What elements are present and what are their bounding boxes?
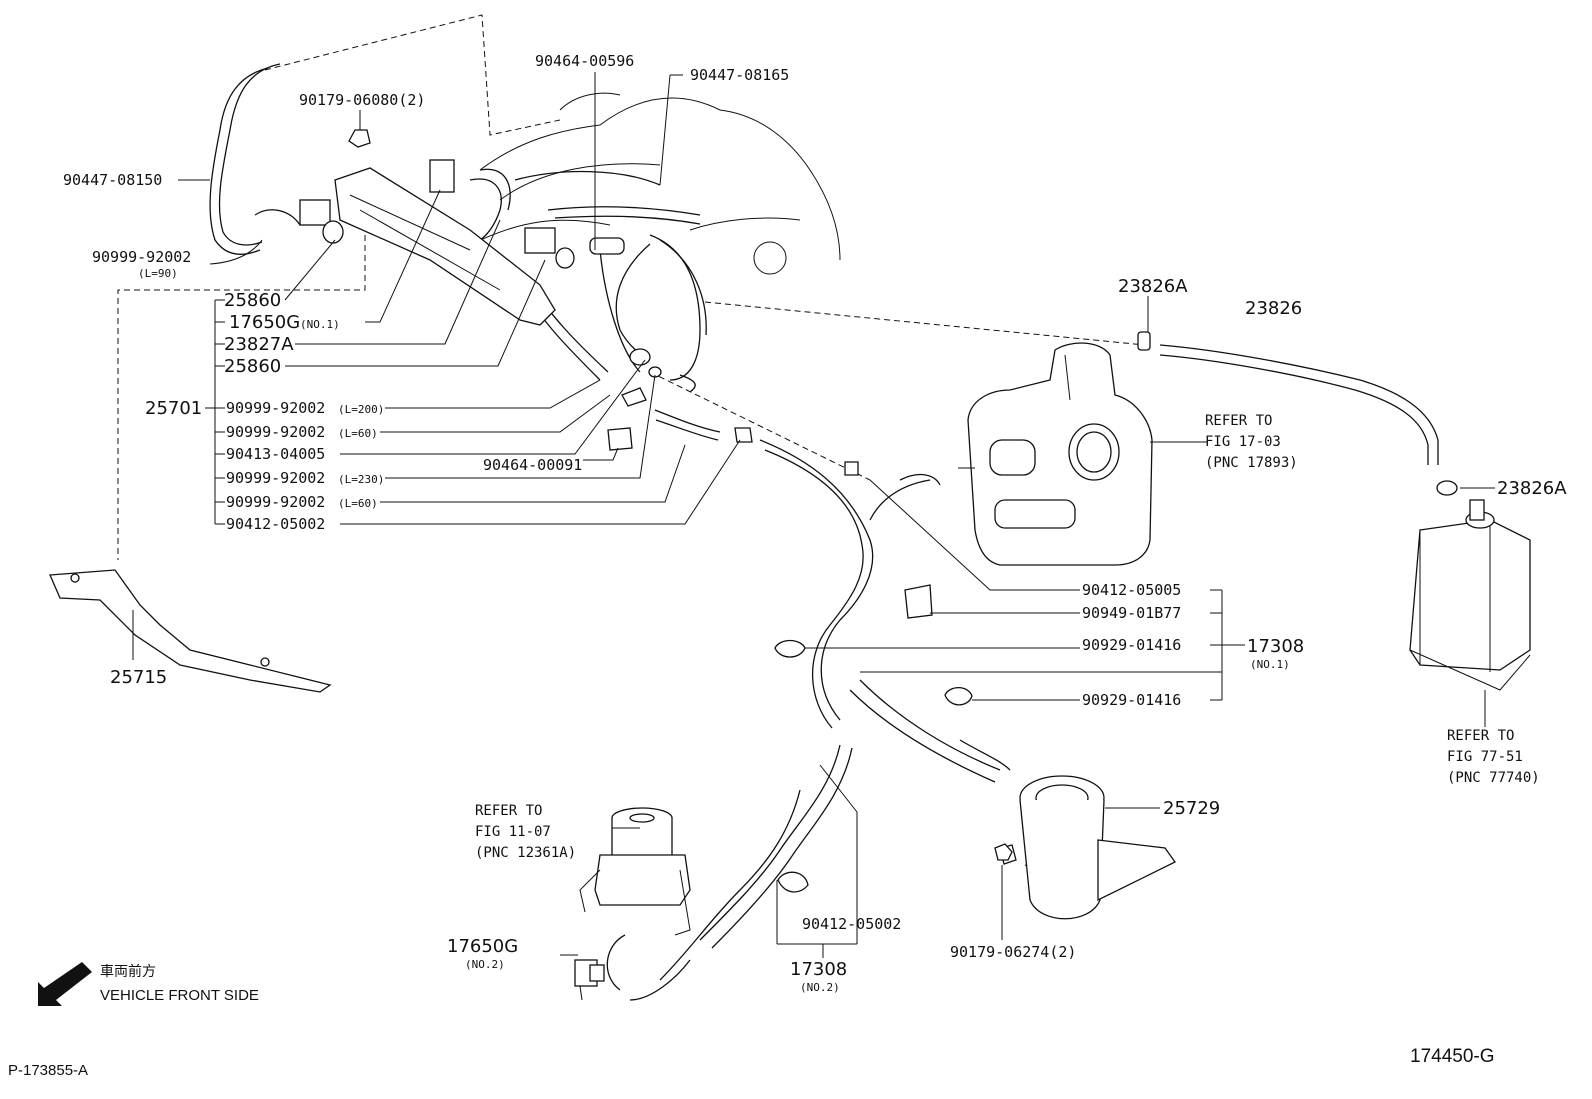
label-23826: 23826 <box>1245 298 1302 319</box>
label-90412-05002-a: 90412-05002 <box>226 515 325 533</box>
legend-japanese: 車両前方 <box>100 963 156 979</box>
ref-fig17-line2: FIG 17-03 <box>1205 434 1281 450</box>
label-90412-05005: 90412-05005 <box>1082 581 1181 599</box>
label-17650g-no2: 17650G <box>447 936 518 957</box>
leader-lines <box>132 72 1495 958</box>
filter-25729 <box>999 775 1176 920</box>
vehicle-front-arrow-icon <box>38 962 92 1006</box>
label-90929-01416-a: 90929-01416 <box>1082 636 1181 654</box>
label-23827a: 23827A <box>224 334 294 355</box>
engine-mount <box>579 807 691 936</box>
label-90929-01416-b: 90929-01416 <box>1082 691 1181 709</box>
label-l60a: (L=60) <box>338 427 378 440</box>
label-90999-92002-l230: 90999-92002 <box>226 469 325 487</box>
ref-fig17-line1: REFER TO <box>1205 413 1272 429</box>
reference-notes: REFER TO FIG 17-03 (PNC 17893) REFER TO … <box>475 413 1540 861</box>
footer-left-code: P-173855-A <box>8 1062 88 1079</box>
label-25715: 25715 <box>110 667 167 688</box>
label-23826a-top: 23826A <box>1118 276 1188 297</box>
label-17308-no1-sub: (NO.1) <box>1250 658 1290 671</box>
label-25729: 25729 <box>1163 798 1220 819</box>
footer-right-code: 174450-G <box>1410 1046 1495 1067</box>
ref-fig11-line1: REFER TO <box>475 803 542 819</box>
label-90447-08165: 90447-08165 <box>690 66 789 84</box>
label-90949-01b77: 90949-01B77 <box>1082 604 1181 622</box>
label-25701: 25701 <box>145 398 202 419</box>
part-labels: 90447-08150 90179-06080(2) 90464-00596 9… <box>63 52 1567 994</box>
label-90999-92002-l60a: 90999-92002 <box>226 423 325 441</box>
vsv-17650g-no2 <box>574 959 605 1001</box>
ref-fig17-line3: (PNC 17893) <box>1205 455 1298 471</box>
label-90999-92002-top: 90999-92002 <box>92 248 191 266</box>
label-25860-a: 25860 <box>224 290 281 311</box>
bracket-25715 <box>49 569 332 693</box>
engine-intake-outline <box>469 92 841 275</box>
ref-fig77-line2: FIG 77-51 <box>1447 749 1523 765</box>
fuel-tank <box>958 342 1153 566</box>
label-90999-92002-l200: 90999-92002 <box>226 399 325 417</box>
label-17650g-no1: 17650G <box>229 312 300 333</box>
label-l230: (L=230) <box>338 473 384 486</box>
ref-fig11-line2: FIG 11-07 <box>475 824 551 840</box>
ref-fig77-line3: (PNC 77740) <box>1447 770 1540 786</box>
ref-fig11-line3: (PNC 12361A) <box>475 845 576 861</box>
label-90999-92002-l60b: 90999-92002 <box>226 493 325 511</box>
bracket-25701 <box>299 159 625 326</box>
ref-fig77-line1: REFER TO <box>1447 728 1514 744</box>
label-90413-04005: 90413-04005 <box>226 445 325 463</box>
legend-english: VEHICLE FRONT SIDE <box>100 987 259 1004</box>
label-17650g-no1-sub: (NO.1) <box>300 318 340 331</box>
label-23826a-right: 23826A <box>1497 478 1567 499</box>
label-l90: (L=90) <box>138 267 178 280</box>
label-90464-00596: 90464-00596 <box>535 52 634 70</box>
dashed-reference-lines <box>117 14 1146 891</box>
label-l200: (L=200) <box>338 403 384 416</box>
label-90179-06080: 90179-06080(2) <box>299 91 425 109</box>
footer: P-173855-A 174450-G <box>8 1046 1495 1079</box>
label-17650g-no2-sub: (NO.2) <box>465 958 505 971</box>
charcoal-canister <box>1409 499 1531 691</box>
label-90179-06274: 90179-06274(2) <box>950 943 1076 961</box>
legend: 車両前方 VEHICLE FRONT SIDE <box>100 963 259 1004</box>
label-17308-no2: 17308 <box>790 959 847 980</box>
clamps <box>348 129 1458 893</box>
label-25860-b: 25860 <box>224 356 281 377</box>
vacuum-hoses <box>209 63 1439 1001</box>
label-90464-00091: 90464-00091 <box>483 456 582 474</box>
label-90412-05002-b: 90412-05002 <box>802 915 901 933</box>
label-17308-no2-sub: (NO.2) <box>800 981 840 994</box>
label-l60b: (L=60) <box>338 497 378 510</box>
label-90447-08150: 90447-08150 <box>63 171 162 189</box>
label-17308-no1: 17308 <box>1247 636 1304 657</box>
